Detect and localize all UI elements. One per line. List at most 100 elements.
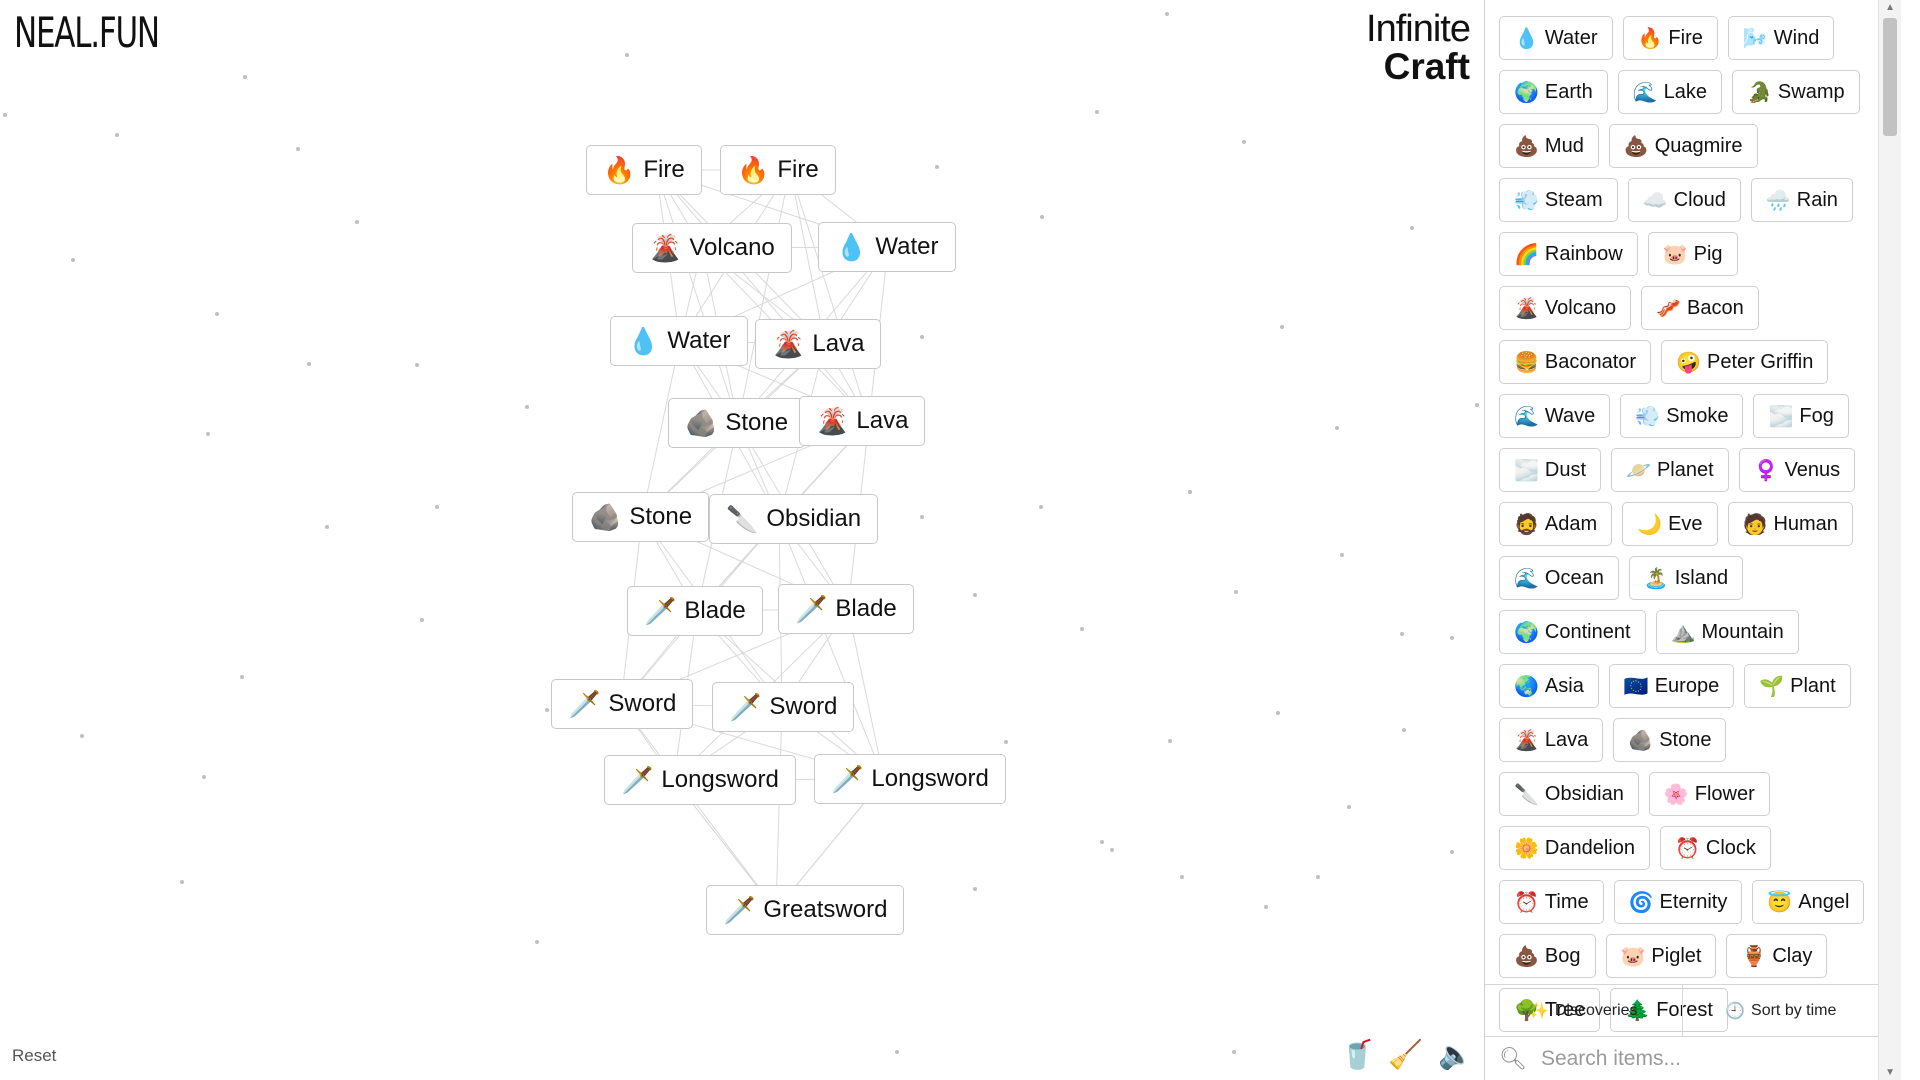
sidebar-item-label: Fog: [1799, 404, 1834, 427]
sidebar-item[interactable]: 🌼Dandelion: [1499, 826, 1650, 870]
item-emoji-icon: 🌫️: [1514, 459, 1539, 482]
sidebar-item[interactable]: 🌳Tree: [1499, 988, 1601, 1032]
scrollbar-thumb[interactable]: [1883, 18, 1897, 136]
background-dot: [415, 363, 419, 367]
item-label: Fire: [777, 156, 819, 183]
speaker-icon[interactable]: 🔈: [1438, 1039, 1473, 1070]
canvas-item[interactable]: 🌋Lava: [755, 319, 882, 369]
sidebar-item-label: Wave: [1544, 404, 1596, 427]
canvas-item[interactable]: 🌋Volcano: [632, 223, 792, 273]
sidebar-item[interactable]: 🌈Rainbow: [1499, 232, 1638, 276]
sidebar-item[interactable]: 🥓Bacon: [1641, 286, 1759, 330]
canvas-item[interactable]: 💧Water: [818, 222, 956, 272]
canvas-item[interactable]: 🔥Fire: [720, 145, 836, 195]
sidebar-item[interactable]: 🌏Asia: [1499, 664, 1599, 708]
sidebar-item[interactable]: 🏺Clay: [1726, 934, 1828, 978]
sidebar-item[interactable]: 💩Mud: [1499, 124, 1599, 168]
canvas-item[interactable]: 🗡️Blade: [627, 586, 763, 636]
canvas-item[interactable]: 🌋Lava: [799, 396, 926, 446]
canvas-item[interactable]: 🗡️Longsword: [604, 755, 796, 805]
sidebar-item[interactable]: 🌊Ocean: [1499, 556, 1619, 600]
sidebar-item[interactable]: 🌊Wave: [1499, 394, 1611, 438]
scroll-down-arrow[interactable]: ▼: [1885, 1067, 1895, 1078]
scroll-up-arrow[interactable]: ▲: [1885, 2, 1895, 13]
sidebar-item[interactable]: 💩Bog: [1499, 934, 1596, 978]
canvas-item[interactable]: 🗡️Longsword: [814, 754, 1006, 804]
background-dot: [202, 775, 206, 779]
item-emoji-icon: 💩: [1623, 135, 1649, 158]
canvas-item[interactable]: 🗡️Sword: [551, 679, 694, 729]
sidebar-item-label: Mountain: [1701, 620, 1784, 643]
broom-icon[interactable]: 🧹: [1388, 1039, 1423, 1070]
item-emoji-icon: 🏝️: [1643, 567, 1669, 590]
sidebar-item[interactable]: 💧Water: [1499, 16, 1613, 60]
canvas-item[interactable]: 🪨Stone: [668, 398, 806, 448]
sidebar-item[interactable]: 🐊Swamp: [1732, 70, 1860, 114]
sidebar-item[interactable]: 🌍Earth: [1499, 70, 1608, 114]
sidebar-item[interactable]: 🪨Stone: [1613, 718, 1727, 762]
sidebar-item[interactable]: 🌍Continent: [1499, 610, 1646, 654]
sparkle-icon: ✨: [1528, 1003, 1549, 1020]
sidebar-item[interactable]: 🐷Piglet: [1605, 934, 1717, 978]
cup-icon[interactable]: 🥤: [1340, 1039, 1375, 1070]
sidebar-item[interactable]: 🌙Eve: [1622, 502, 1718, 546]
sidebar-item[interactable]: 💩Quagmire: [1608, 124, 1758, 168]
sidebar-item[interactable]: 🌫️Dust: [1499, 448, 1602, 492]
sidebar-item[interactable]: 🔥Fire: [1622, 16, 1718, 60]
sidebar-item-label: Quagmire: [1654, 134, 1743, 157]
sidebar-item[interactable]: ☁️Cloud: [1627, 178, 1741, 222]
canvas-item[interactable]: 🪨Stone: [572, 492, 710, 542]
item-label: Longsword: [661, 766, 779, 793]
background-dot: [1276, 711, 1280, 715]
sidebar-item[interactable]: 🇪🇺Europe: [1608, 664, 1735, 708]
link-line: [655, 169, 870, 422]
sidebar-item[interactable]: 🌀Eternity: [1613, 880, 1743, 924]
neal-fun-logo[interactable]: NEAL.FUN: [14, 8, 160, 57]
search-input[interactable]: [1538, 1045, 1843, 1072]
sidebar-item[interactable]: ⛰️Mountain: [1655, 610, 1799, 654]
sidebar-item-label: Lava: [1544, 728, 1589, 751]
sidebar-item[interactable]: ⏰Time: [1499, 880, 1604, 924]
sidebar-item[interactable]: 🏝️Island: [1628, 556, 1744, 600]
item-emoji-icon: 🏺: [1741, 945, 1767, 968]
canvas-item[interactable]: 🔪Obsidian: [709, 494, 879, 544]
canvas-item[interactable]: 🗡️Greatsword: [706, 885, 905, 935]
infinite-craft-logo: Infinite Craft: [1330, 10, 1471, 85]
sidebar-item-label: Asia: [1544, 674, 1584, 697]
reset-button[interactable]: Reset: [12, 1046, 57, 1065]
tab-sort-by-time[interactable]: 🕘 Sort by time: [1681, 985, 1880, 1037]
item-emoji-icon: 🌼: [1514, 837, 1539, 860]
item-emoji-icon: 🪐: [1626, 459, 1651, 482]
sidebar-item[interactable]: 🪐Planet: [1611, 448, 1729, 492]
sidebar-item[interactable]: 🌋Volcano: [1499, 286, 1632, 330]
sidebar-item[interactable]: 🐷Pig: [1647, 232, 1738, 276]
sidebar-item[interactable]: 🧔Adam: [1499, 502, 1613, 546]
sidebar-item[interactable]: ⏰Clock: [1659, 826, 1771, 870]
sidebar-item[interactable]: ♀️Venus: [1738, 448, 1856, 492]
item-emoji-icon: 🌸: [1663, 783, 1689, 806]
sidebar-item[interactable]: 🌊Lake: [1617, 70, 1722, 114]
sidebar-item[interactable]: 🌱Plant: [1744, 664, 1851, 708]
background-dot: [1410, 226, 1414, 230]
sidebar-scrollbar[interactable]: ▲ ▼: [1878, 0, 1901, 1080]
sidebar-item[interactable]: 🌋Lava: [1499, 718, 1604, 762]
canvas-item[interactable]: 🗡️Blade: [778, 584, 914, 634]
sidebar-item[interactable]: 🧑Human: [1727, 502, 1853, 546]
sidebar-item[interactable]: 🌫️Fog: [1753, 394, 1849, 438]
canvas-item[interactable]: 💧Water: [610, 316, 748, 366]
item-emoji-icon: 🌙: [1637, 513, 1663, 536]
sidebar-item[interactable]: 🤪Peter Griffin: [1661, 340, 1829, 384]
tab-discoveries[interactable]: ✨ Discoveries: [1485, 985, 1682, 1037]
sidebar-item[interactable]: 💨Steam: [1499, 178, 1618, 222]
sidebar-item[interactable]: 🔪Obsidian: [1499, 772, 1639, 816]
sidebar-item[interactable]: 🌬️Wind: [1727, 16, 1835, 60]
sidebar-item[interactable]: 🌸Flower: [1648, 772, 1770, 816]
canvas-item[interactable]: 🔥Fire: [586, 145, 702, 195]
sidebar-item[interactable]: 😇Angel: [1752, 880, 1865, 924]
sidebar-item[interactable]: 💨Smoke: [1620, 394, 1744, 438]
sidebar-item[interactable]: 🌲Forest: [1610, 988, 1728, 1032]
canvas-item[interactable]: 🗡️Sword: [712, 682, 855, 732]
sidebar-item[interactable]: 🍔Baconator: [1499, 340, 1652, 384]
craft-canvas[interactable]: NEAL.FUN Infinite Craft 🔥Fire 🔥Fire 🌋Volca…: [0, 0, 1484, 1080]
sidebar-item[interactable]: 🌧️Rain: [1750, 178, 1853, 222]
